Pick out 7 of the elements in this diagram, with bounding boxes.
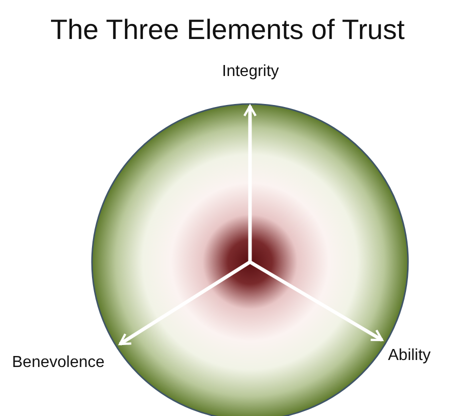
arrow (249, 260, 384, 342)
axis-label: Ability (388, 347, 431, 365)
arrow (118, 260, 251, 346)
axis-label: Integrity (222, 63, 279, 81)
axis-label: Benevolence (12, 354, 105, 372)
title: The Three Elements of Trust (49, 14, 406, 46)
arrow (243, 104, 257, 262)
